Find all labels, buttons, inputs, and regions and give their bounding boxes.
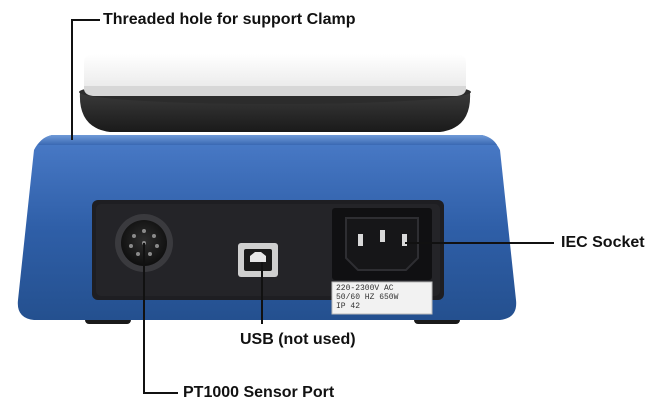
callout-sensor-port: PT1000 Sensor Port [183,384,335,401]
callout-threaded-hole: Threaded hole for support Clamp [103,11,356,28]
sensor-port-pins [129,229,159,256]
spec-line-voltage: 220-2300V AC [336,284,394,293]
callout-iec-socket: IEC Socket [561,234,645,251]
housing-top-edge [38,135,497,145]
spec-line-ip-rating: IP 42 [336,302,361,311]
callout-usb: USB (not used) [240,331,356,348]
spec-line-frequency-power: 50/60 HZ 650W [336,293,399,302]
leader-lines [71,19,554,394]
leader-sensor-port [143,243,178,394]
usb-port-core [250,252,266,262]
spec-plate [331,281,433,315]
white-top-plate [84,54,466,96]
iec-socket-pins [358,230,407,246]
leader-threaded-hole [71,19,100,140]
white-top-plate-shadow [84,86,466,96]
iec-socket [345,217,419,271]
